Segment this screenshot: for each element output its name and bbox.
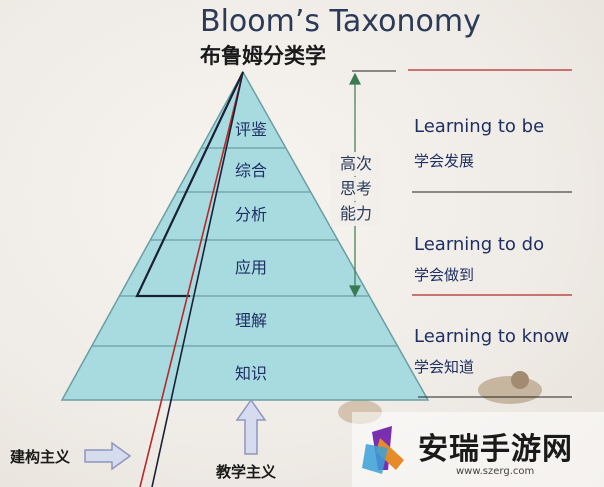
learning-to-do-en: Learning to do	[414, 234, 545, 255]
level-label-3: 分析	[235, 205, 267, 224]
page-title: Bloom’s Taxonomy	[200, 4, 481, 39]
learning-to-be-en: Learning to be	[414, 116, 545, 137]
higher-thinking-label-3: 能力	[330, 202, 382, 226]
watermark-url: www.szerg.com	[456, 466, 535, 477]
watermark-logo-icon	[352, 412, 604, 487]
teaching-label: 教学主义	[216, 463, 277, 481]
learning-to-know-en: Learning to know	[414, 326, 570, 347]
level-label-1: 评鉴	[235, 120, 267, 139]
red-accent-line	[139, 71, 244, 487]
higher-order-outline	[135, 71, 244, 298]
level-label-2: 综合	[235, 161, 267, 180]
learning-to-be-cn: 学会发展	[414, 152, 475, 170]
learning-to-know-cn: 学会知道	[414, 358, 475, 376]
teaching-up-arrow	[235, 398, 267, 455]
level-label-6: 知识	[235, 364, 267, 383]
level-label-5: 理解	[235, 311, 267, 330]
page-subtitle: 布鲁姆分类学	[200, 44, 326, 68]
level-label-4: 应用	[235, 258, 267, 277]
higher-thinking-label-2: 思考	[330, 177, 382, 201]
constructivism-line	[151, 71, 244, 487]
pyramid	[60, 70, 430, 401]
constructivism-label: 建构主义	[10, 448, 71, 466]
learning-to-do-cn: 学会做到	[414, 266, 475, 284]
watermark-text: 安瑞手游网	[418, 432, 573, 467]
constructivism-right-arrow	[84, 441, 132, 471]
higher-thinking-label-1: 高次	[330, 152, 382, 176]
